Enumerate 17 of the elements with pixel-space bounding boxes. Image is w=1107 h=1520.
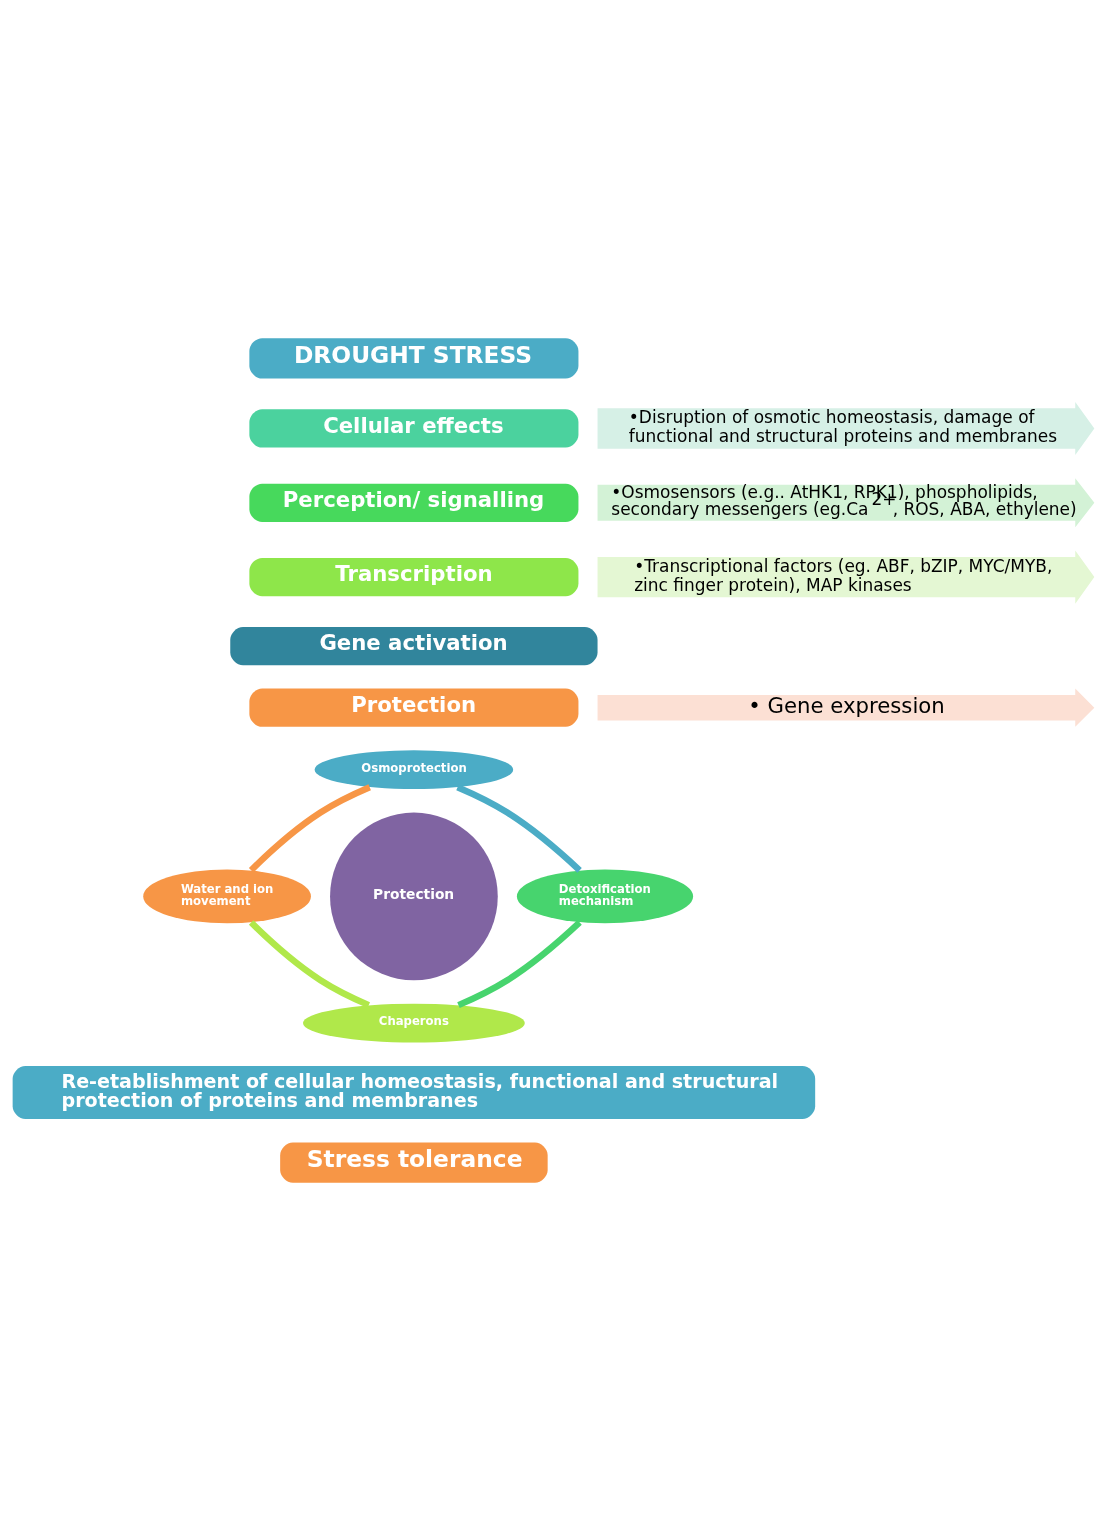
node-box: Re-etablishment of cellular homeostasis, functional and structural protection of proteins and membranes <box>12 1065 816 1119</box>
node-box: DROUGHT STRESS <box>249 337 579 379</box>
node-box: Stress tolerance <box>280 1141 548 1183</box>
connector <box>457 919 582 1008</box>
connector <box>456 783 582 873</box>
node-ellipse: Detoxification mechanism <box>516 868 694 923</box>
node-box: Transcription <box>249 557 579 596</box>
node-ellipse: Chaperons <box>302 1003 525 1042</box>
node-box: Gene activation <box>230 626 598 665</box>
node-box: Perception/ signalling <box>249 483 579 522</box>
node-ellipse: Osmoprotection <box>314 749 514 789</box>
node-ellipse: Water and ion movement <box>143 868 311 923</box>
node-box: Cellular effects <box>249 408 579 448</box>
node-circle: Protection <box>330 812 498 980</box>
node-box: Protection <box>249 688 579 727</box>
connector <box>248 783 371 872</box>
connector <box>248 919 370 1008</box>
